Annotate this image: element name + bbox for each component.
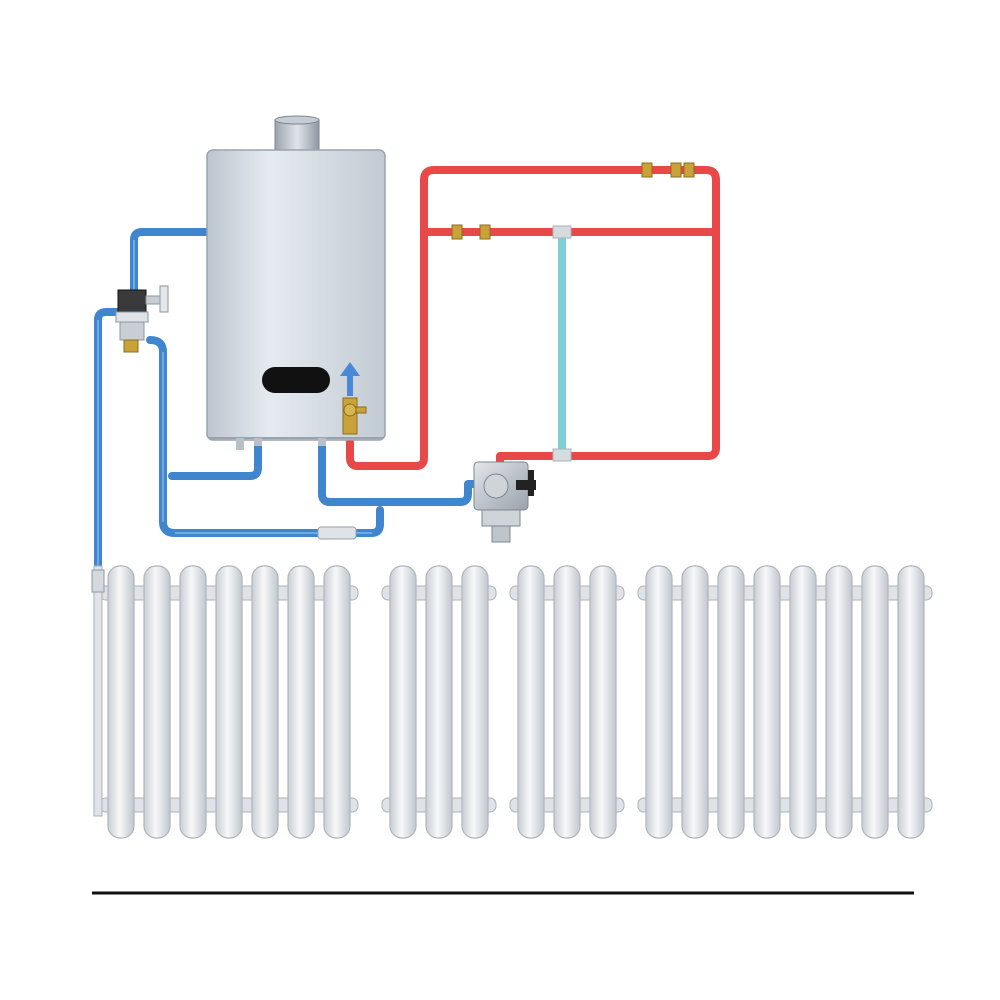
radiator-fin (553, 565, 581, 839)
return-pipes (94, 228, 480, 576)
radiator-fin (143, 565, 171, 839)
radiator-fin (897, 565, 925, 839)
heater-outlet-stub-3 (318, 438, 326, 446)
radiator-icon (637, 565, 933, 839)
bypass-pipe-icon (558, 234, 566, 454)
bypass-bottom-joint (552, 448, 572, 462)
heater-brass-valve (342, 397, 367, 435)
return-pipe-heater-outlet (168, 436, 262, 480)
radiator-fin (825, 565, 853, 839)
radiator-groups (91, 565, 933, 839)
return-pipe-outer-drop (94, 308, 124, 576)
valve-handle-icon (516, 480, 536, 490)
fitting-top-3 (683, 162, 695, 178)
radiator-fin (753, 565, 781, 839)
mixing-valve-icon (473, 461, 536, 543)
radiator-icon (99, 565, 359, 839)
radiator-fin (215, 565, 243, 839)
radiator-fin (589, 565, 617, 839)
radiator-fin (717, 565, 745, 839)
radiator-feed-pipe (93, 565, 103, 817)
fitting-mid-2 (479, 224, 491, 240)
flow-direction-arrow-icon (340, 362, 360, 396)
blue-pipe-coupling (317, 526, 357, 540)
heater-outlet-stub-2 (254, 438, 262, 446)
return-pipe-to-valve (318, 436, 480, 506)
supply-pipe-to-valve (496, 452, 532, 466)
brass-fittings (451, 162, 695, 240)
heater-outlet-stub-1 (236, 438, 244, 450)
radiator-feed-valve (91, 569, 105, 593)
radiator-fin (389, 565, 417, 839)
radiator-fin (517, 565, 545, 839)
radiator-fin (681, 565, 709, 839)
radiator-bottom-header (637, 797, 933, 813)
fitting-top-1 (641, 162, 653, 178)
exhaust-flue-icon (274, 119, 320, 153)
return-pipe-left-riser (130, 228, 211, 294)
radiator-fin (323, 565, 351, 839)
radiator-fin (789, 565, 817, 839)
wall-mounted-water-heater-icon (206, 149, 386, 441)
supply-pipes (346, 166, 720, 470)
radiator-fin (461, 565, 489, 839)
radiator-fin (425, 565, 453, 839)
radiator-fin (287, 565, 315, 839)
fitting-mid-1 (451, 224, 463, 240)
supply-pipe-outer-loop (346, 166, 720, 470)
radiator-top-header (637, 585, 933, 601)
bypass-top-joint (552, 225, 572, 239)
radiator-icon (381, 565, 497, 839)
radiator-fin (179, 565, 207, 839)
radiator-fin (645, 565, 673, 839)
radiator-fin (861, 565, 889, 839)
radiator-fin (251, 565, 279, 839)
radiator-fin (107, 565, 135, 839)
pressure-valve-icon (115, 285, 169, 353)
display-panel-icon (262, 367, 330, 393)
fitting-top-2 (670, 162, 682, 178)
radiator-icon (509, 565, 625, 839)
return-pipe-inner-loop (146, 336, 384, 537)
flue-top (274, 115, 320, 125)
